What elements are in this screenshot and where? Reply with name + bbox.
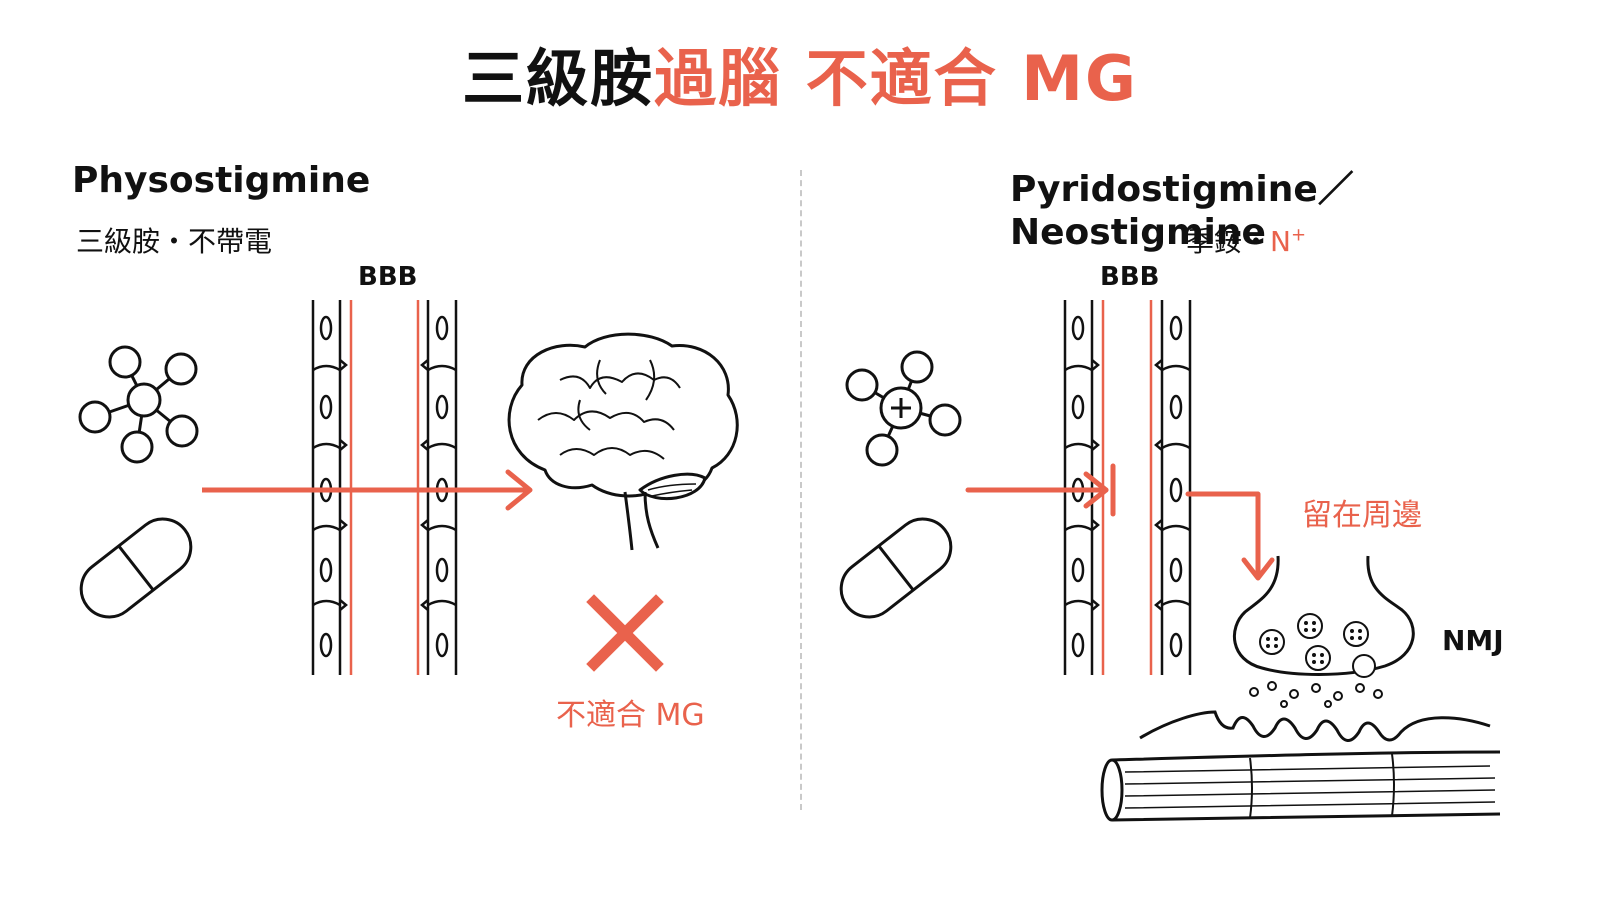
- capsule-icon-right: [839, 517, 953, 619]
- left-verdict: 不適合 MG: [556, 698, 705, 733]
- left-drug-name: Physostigmine: [72, 160, 371, 201]
- title-accent: 過腦 不適合 MG: [654, 42, 1138, 115]
- charged-molecule-icon: [845, 350, 962, 467]
- muscle-fiber-icon: [1100, 750, 1501, 822]
- page-title: 三級胺過腦 不適合 MG: [0, 28, 1600, 118]
- title-black: 三級胺: [462, 42, 655, 115]
- bbb-wall-right-b: [1149, 300, 1192, 675]
- stay-periphery-arrow: [1185, 491, 1275, 581]
- right-subtitle: 季銨・N+: [1186, 220, 1306, 260]
- bbb-wall-right-a: [1063, 300, 1105, 675]
- brain-icon: [507, 332, 739, 551]
- left-bbb-label: BBB: [358, 262, 418, 292]
- right-bbb-label: BBB: [1100, 262, 1160, 292]
- right-nmj-label: NMJ: [1442, 624, 1504, 657]
- right-stay-label: 留在周邊: [1302, 498, 1422, 533]
- molecule-icon: [78, 345, 199, 464]
- left-subtitle: 三級胺・不帶電: [76, 225, 273, 258]
- cross-mark-icon: [586, 594, 664, 672]
- right-subtitle-sup: +: [1290, 224, 1307, 246]
- synapse-icon: [1139, 555, 1491, 742]
- right-subtitle-black: 季銨・: [1186, 225, 1271, 258]
- center-divider: [800, 170, 802, 810]
- right-subtitle-accent: N: [1270, 225, 1291, 258]
- pass-arrow: [202, 469, 533, 511]
- right-drug-name: Pyridostigmine／Neostigmine: [1010, 169, 1354, 253]
- capsule-icon: [79, 517, 193, 619]
- blocked-arrow: [965, 463, 1116, 517]
